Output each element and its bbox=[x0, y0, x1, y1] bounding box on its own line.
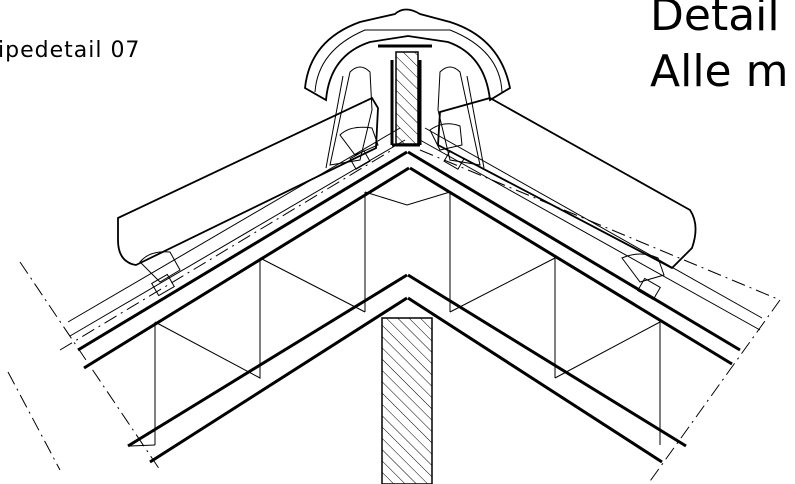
heading-line-2: Alle m bbox=[650, 46, 788, 97]
heading-line-1: Detail bbox=[650, 0, 780, 41]
left-roof-tile bbox=[117, 96, 379, 297]
centerlines bbox=[7, 149, 781, 484]
truss-members bbox=[129, 191, 661, 447]
detail-label: ipedetail 07 bbox=[0, 38, 140, 63]
hatched-post bbox=[381, 317, 433, 484]
ridge-cap bbox=[304, 8, 512, 102]
ridge-clips bbox=[325, 60, 485, 169]
ridge-batten bbox=[395, 51, 419, 145]
left-roof-layers bbox=[67, 127, 410, 464]
right-roof-layers bbox=[407, 127, 763, 464]
right-roof-tile bbox=[429, 97, 697, 301]
